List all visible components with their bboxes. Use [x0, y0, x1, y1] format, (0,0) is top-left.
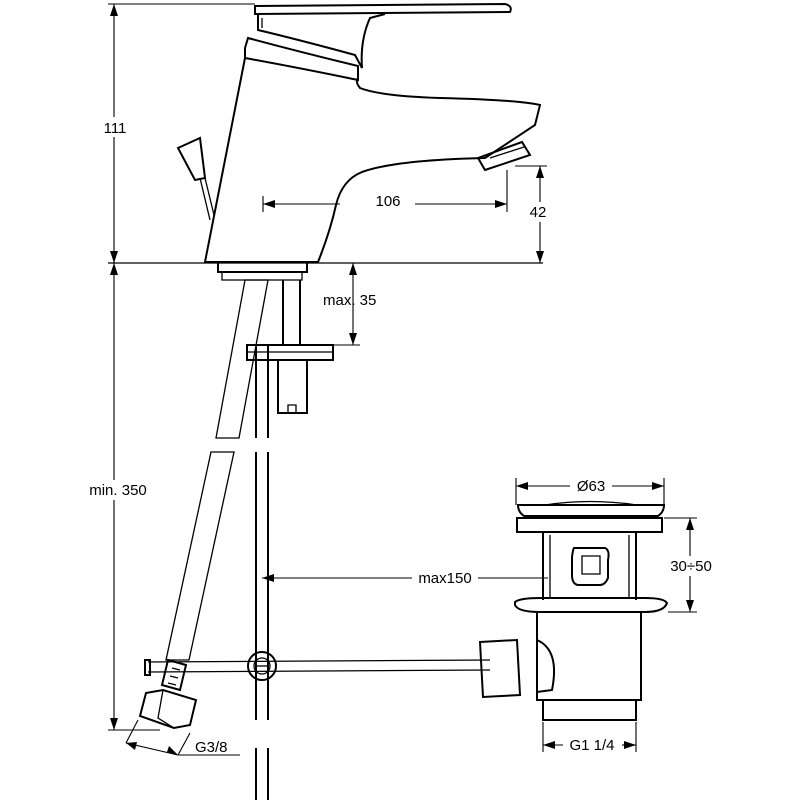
waste-diameter-label: Ø63 [577, 478, 605, 495]
waste-valve [478, 500, 669, 721]
dimension-height-111: 111 [98, 3, 255, 263]
dimension-reach-106: 106 [262, 170, 508, 212]
dimension-waste-height: 30÷50 [664, 517, 718, 613]
max-distance-label: max150 [418, 570, 471, 587]
dimension-min-350: min. 350 [78, 263, 160, 731]
spout-reach-label: 106 [375, 193, 400, 210]
dimension-diameter-63: Ø63 [515, 478, 665, 505]
spout-height-label: 42 [530, 204, 547, 221]
hose-thread-label: G3/8 [195, 739, 228, 756]
hose-nut [138, 658, 198, 730]
dimension-max-150: max150 [262, 570, 548, 587]
dimension-waste-thread: G1 1/4 [542, 722, 637, 754]
flexible-hose [165, 279, 269, 661]
dimension-max-35: max. 35 [323, 263, 376, 346]
fixing-stud [246, 280, 334, 414]
popup-rod [144, 345, 491, 800]
waste-thread-label: G1 1/4 [569, 737, 614, 754]
height-total-label: 111 [104, 120, 127, 137]
max-thickness-label: max. 35 [323, 292, 376, 309]
min-hose-length-label: min. 350 [89, 482, 147, 499]
faucet [176, 2, 542, 281]
dimension-hose-thread: G3/8 [125, 719, 240, 756]
waste-height-label: 30÷50 [670, 558, 712, 575]
dimension-spout-42: 42 [515, 165, 558, 263]
